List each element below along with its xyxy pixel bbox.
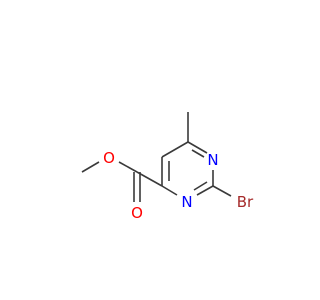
atom-label-ring-nitrogen-lower: N [181,193,192,211]
atom-label-ring-nitrogen-upper: N [207,151,218,169]
atom-label-ester-oxygen: O [103,149,115,167]
bond-ring-c2-n3 [196,185,214,196]
bond-ring-c6-n1-inner [191,149,205,158]
structure-diagram: O O N N Br [81,112,254,222]
bond-ring-n3-c4 [161,185,178,196]
bond-group [81,112,232,202]
bond-c2-bromine [212,185,232,197]
bond-ring-c6-n1 [187,141,208,154]
bond-ring-c5-c6 [161,141,189,158]
atom-label-bromine: Br [237,193,254,211]
bond-carbonyl-ester-o [118,161,138,173]
bond-ring-c2-n3-inner [193,181,208,191]
atom-label-carbonyl-oxygen: O [131,204,143,222]
molecule-canvas: O O N N Br [81,112,255,222]
bond-ester-o-methyl [81,161,100,173]
bond-c4-carbonyl [136,171,163,187]
